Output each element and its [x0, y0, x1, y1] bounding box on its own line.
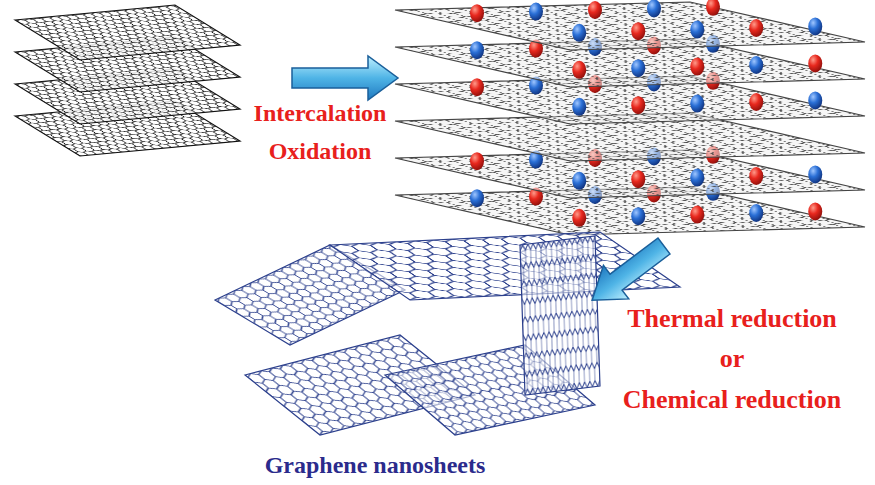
- ion-ball: [749, 19, 763, 37]
- ion-ball: [470, 189, 484, 207]
- ion-ball: [572, 61, 586, 79]
- label-box: Graphene nanosheets: [265, 452, 486, 478]
- ion-ball: [647, 0, 661, 17]
- ion-ball: [470, 41, 484, 59]
- ion-ball: [631, 170, 645, 188]
- ion-ball: [808, 202, 822, 220]
- ion-ball: [749, 56, 763, 74]
- ion-ball: [749, 204, 763, 222]
- ion-ball: [690, 95, 704, 113]
- ion-ball: [808, 54, 822, 72]
- ion-ball: [808, 165, 822, 183]
- graphene-layer: [15, 5, 240, 60]
- ion-ball: [572, 24, 586, 42]
- ion-ball: [572, 209, 586, 227]
- intercalated-graphite-stack: [395, 0, 865, 235]
- ion-ball: [631, 96, 645, 114]
- graphene-sheets: [215, 232, 680, 435]
- ion-ball: [470, 4, 484, 22]
- ion-ball: [808, 91, 822, 109]
- ion-ball: [690, 169, 704, 187]
- process-label: Thermal reduction: [627, 304, 837, 333]
- ion-ball: [690, 58, 704, 76]
- ion-ball: [572, 172, 586, 190]
- process-label: or: [720, 344, 745, 373]
- ion-ball: [631, 59, 645, 77]
- ion-ball: [690, 21, 704, 39]
- ion-ball: [631, 22, 645, 40]
- ion-ball: [470, 78, 484, 96]
- process-arrow: [292, 56, 398, 100]
- process-arrow: [579, 229, 676, 317]
- label-box: Intercalation: [254, 100, 387, 126]
- ion-ball: [749, 93, 763, 111]
- label-box: Oxidation: [269, 138, 372, 164]
- intercalant-ions: [470, 0, 822, 42]
- graphene-layer: [520, 236, 600, 395]
- ion-ball: [470, 152, 484, 170]
- ion-ball: [690, 206, 704, 224]
- ion-ball: [631, 207, 645, 225]
- ion-ball: [588, 1, 602, 19]
- label-box: Chemical reduction: [623, 386, 841, 415]
- label-box: or: [720, 345, 745, 374]
- graphene-layer: [395, 2, 865, 50]
- process-label: Graphene nanosheets: [265, 452, 486, 478]
- process-label: Chemical reduction: [623, 385, 841, 414]
- graphite-stack: [15, 5, 240, 156]
- label-box: Thermal reduction: [627, 305, 837, 334]
- ion-ball: [808, 17, 822, 35]
- process-label: Intercalation: [254, 100, 387, 126]
- ion-ball: [572, 98, 586, 116]
- ion-ball: [706, 0, 720, 16]
- process-label: Oxidation: [269, 138, 372, 164]
- ion-ball: [529, 3, 543, 21]
- ion-ball: [749, 167, 763, 185]
